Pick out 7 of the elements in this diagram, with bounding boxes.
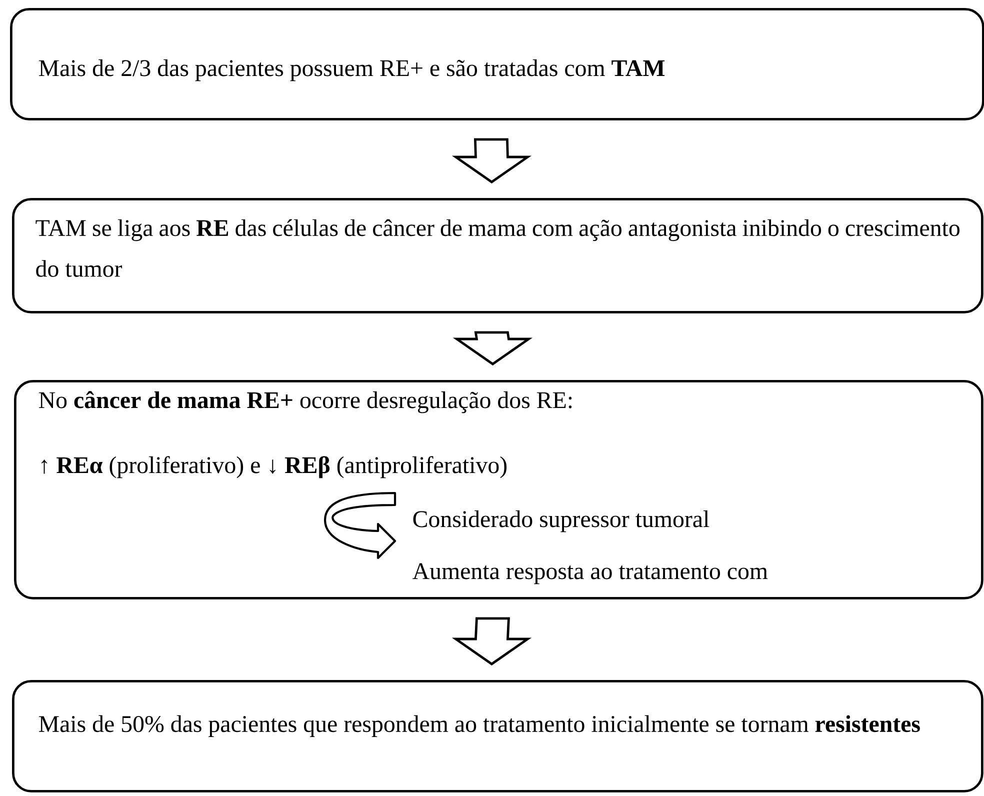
block-arrow [452, 617, 532, 666]
process-box: TAM se liga aos RE das células de câncer de mama com ação antagonista inibindo o crescimento do tumor [12, 198, 984, 314]
process-box: No câncer de mama RE+ ocorre desregulação dos RE: ↑ REα (proliferativo) e ↓ REβ (antiproliferativo) Considerado supressor tumoral Aumenta resposta ao tratamento com [14, 380, 984, 600]
process-box: Mais de 50% das pacientes que respondem ao tratamento inicialmente se tornam resistentes [12, 680, 984, 792]
process-box: Mais de 2/3 das pacientes possuem RE+ e são tratadas com TAM [10, 8, 984, 120]
block-arrow [452, 331, 533, 366]
block-arrow [452, 138, 532, 184]
